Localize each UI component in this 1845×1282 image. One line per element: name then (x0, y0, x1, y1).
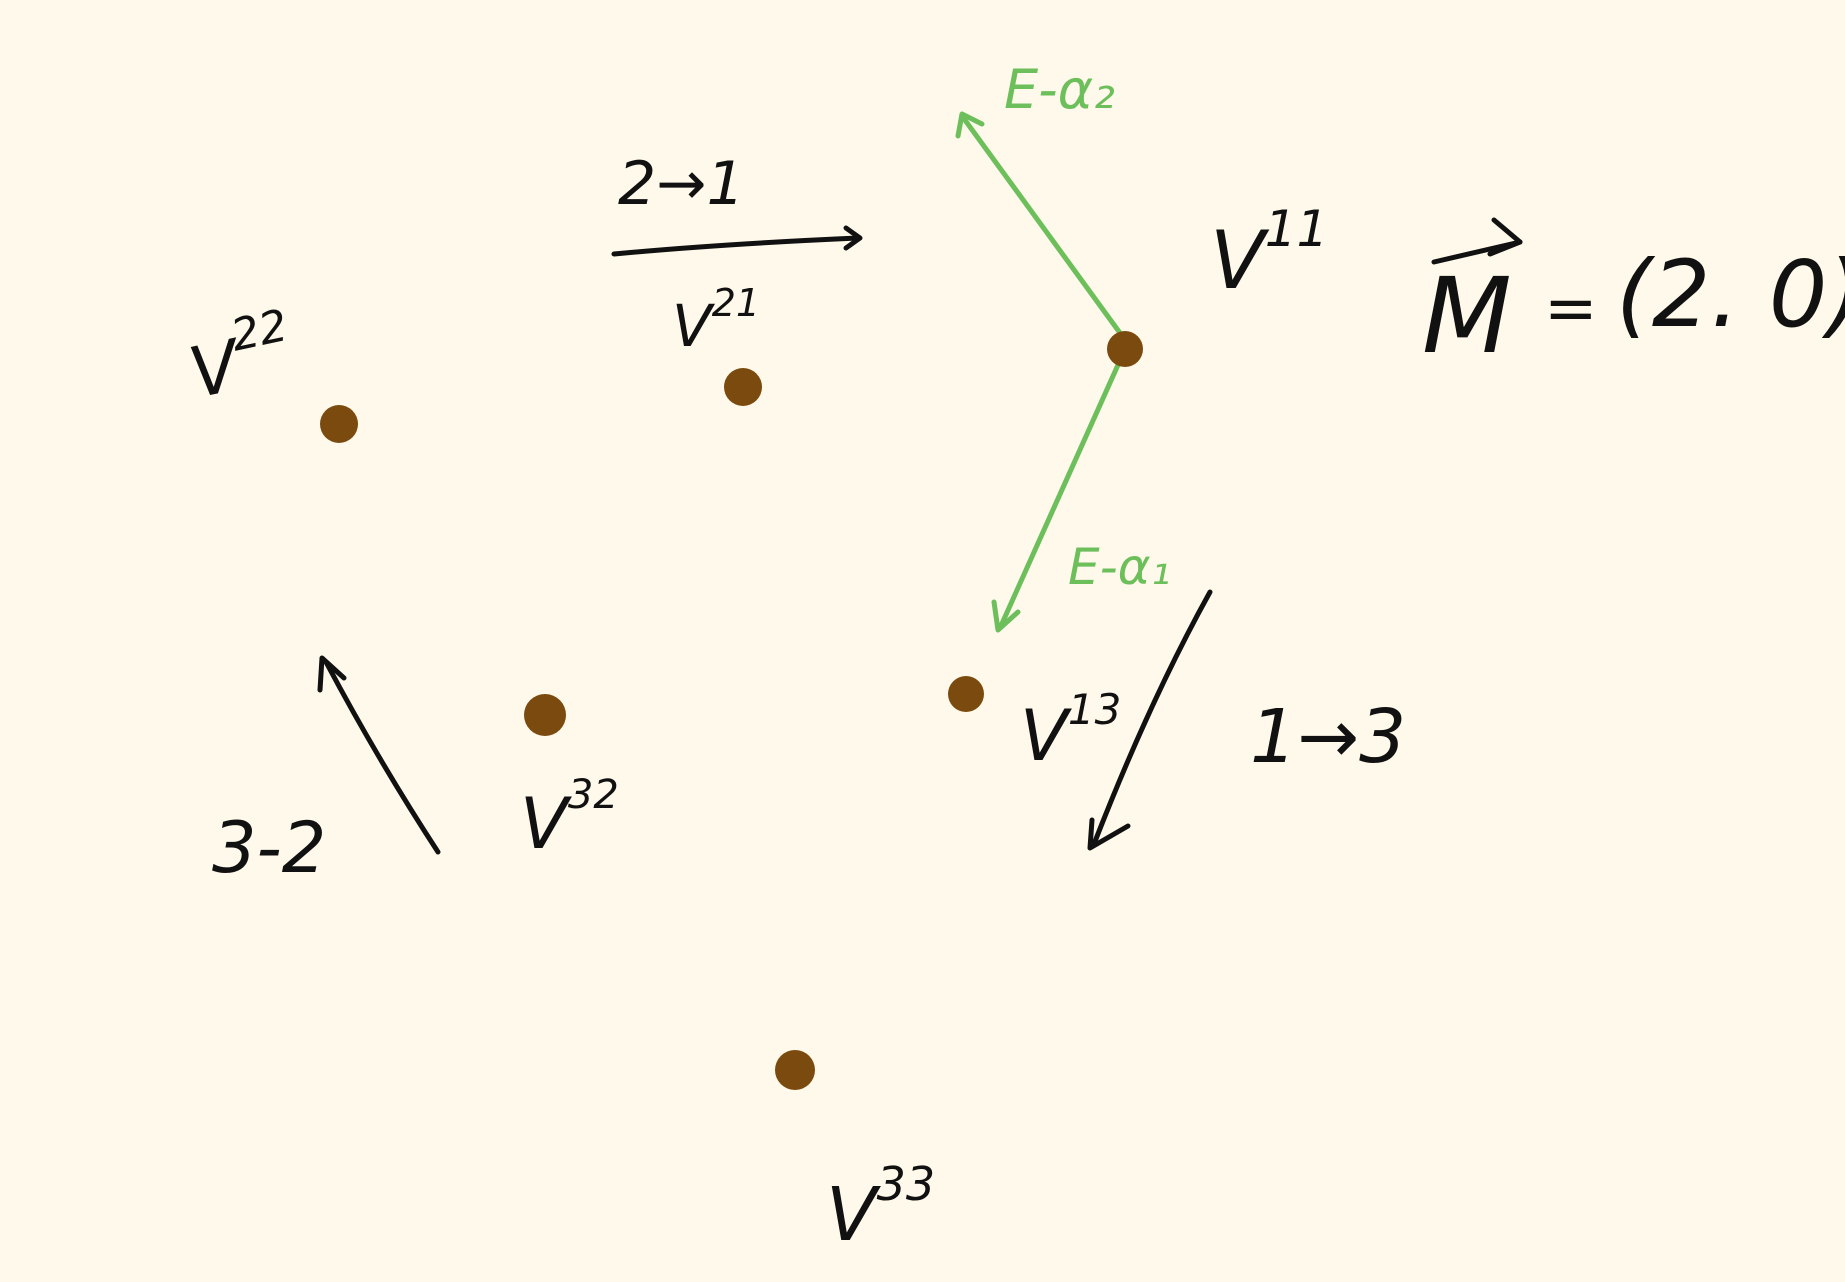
node-v32-sup: 32 (568, 772, 619, 818)
node-v22-label: V22 (180, 300, 301, 415)
formula-value: (2. 0) (1616, 241, 1845, 348)
e-a2-arrow (955, 111, 1131, 347)
arrow-1-3-label: 1→3 (1250, 694, 1406, 780)
node-dots (320, 331, 1143, 1090)
arrow-2-1 (611, 225, 863, 257)
arrow-3-2-shaft (323, 659, 441, 855)
arrow-2-1-shaft (611, 235, 861, 257)
vector-arrow-over-m (1431, 217, 1523, 265)
arrow-1-3 (1087, 589, 1213, 851)
node-v33-sup: 33 (877, 1157, 936, 1211)
node-v22-sup: 22 (227, 300, 292, 362)
formula-equals: = (1544, 272, 1598, 346)
vector-arrow-head (1487, 217, 1523, 257)
arrow-3-2-label: 3-2 (212, 807, 326, 889)
arrow-3-2 (317, 655, 441, 855)
arrow-1-3-shaft (1091, 589, 1213, 847)
node-v21-label: V21 (672, 281, 760, 360)
node-v33-label: V33 (826, 1157, 935, 1258)
node-v21-dot (724, 368, 762, 406)
formula: M = (2. 0) (1422, 217, 1845, 377)
node-v21-sup: 21 (712, 281, 760, 325)
arrow-2-1-head (843, 225, 863, 251)
node-v13-dot (948, 676, 984, 712)
node-v21-base: V (672, 292, 716, 360)
e-a1-shaft (997, 353, 1125, 631)
e-a2-label: E-α₂ (1004, 58, 1115, 121)
arrow-3-2-head (317, 655, 347, 693)
node-v32-dot (524, 694, 566, 736)
e-a2-head (955, 111, 985, 139)
e-a1-arrow (991, 353, 1125, 633)
node-v22-dot (320, 405, 358, 443)
e-a1-head (991, 599, 1021, 633)
node-v32-base: V (520, 783, 572, 865)
node-v13-sup: 13 (1068, 685, 1121, 734)
node-v33-dot (775, 1050, 815, 1090)
node-v32-label: V32 (520, 772, 619, 865)
node-v13-base: V (1020, 695, 1072, 777)
node-v11-label: V11 (1210, 200, 1328, 307)
node-v11-base: V (1210, 214, 1270, 307)
node-v33-base: V (826, 1172, 881, 1258)
formula-vector: M (1422, 255, 1512, 377)
node-v13-label: V13 (1020, 685, 1121, 777)
e-a1-label: E-α₁ (1068, 538, 1171, 596)
e-a2-shaft (959, 113, 1131, 347)
node-v11-sup: 11 (1265, 200, 1329, 258)
arrow-2-1-label: 2→1 (618, 149, 745, 219)
node-v11-dot (1107, 331, 1143, 367)
arrow-1-3-head (1087, 817, 1131, 851)
